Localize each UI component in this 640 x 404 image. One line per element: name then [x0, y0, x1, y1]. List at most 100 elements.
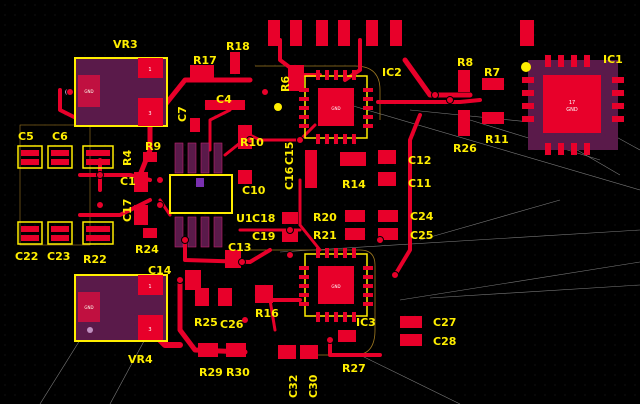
vr3-footprint[interactable]: GND 1 3 — [65, 57, 168, 127]
ic3-thermal-pad — [318, 266, 354, 304]
r9-footprint — [143, 152, 157, 162]
r21-footprint — [345, 228, 365, 240]
ic2-pin1-marker — [274, 103, 282, 111]
c6-footprint — [47, 145, 73, 169]
r26-footprint — [458, 110, 470, 136]
r7-footprint — [482, 78, 504, 90]
c10-designator: C10 — [242, 184, 266, 197]
c6-designator: C6 — [52, 130, 68, 143]
c18-designator: C18 — [252, 212, 275, 225]
c30-designator: C30 — [307, 374, 320, 398]
u1-pins — [174, 142, 223, 248]
c24-footprint — [378, 210, 398, 222]
vr4-pin1 — [138, 275, 163, 295]
c7-footprint — [190, 118, 200, 132]
c10-footprint — [238, 170, 252, 184]
r7-designator: R7 — [484, 66, 500, 79]
vr3-pad-tab — [78, 75, 100, 107]
c32-designator: C32 — [287, 375, 300, 398]
r20-designator: R20 — [313, 211, 337, 224]
ic1-designator: IC1 — [603, 53, 623, 66]
vr3-pin3-label: 3 — [148, 111, 151, 117]
r29-footprint — [198, 343, 218, 357]
c1-footprint — [134, 172, 148, 192]
c27-footprint — [400, 316, 422, 328]
r26-designator: R26 — [453, 142, 477, 155]
vr4-pin1-marker — [87, 327, 93, 333]
c22-designator: C22 — [15, 250, 38, 263]
r4-footprint — [82, 145, 114, 169]
vr3-pin1 — [138, 58, 163, 78]
ic3-thermal-label: GND — [331, 284, 340, 289]
r20-footprint — [345, 210, 365, 222]
r11-footprint — [482, 112, 504, 124]
c18-footprint — [282, 212, 298, 224]
c24-designator: C24 — [410, 210, 434, 223]
ic3-designator: IC3 — [356, 316, 376, 329]
r24-designator: R24 — [135, 243, 159, 256]
r17-designator: R17 — [193, 54, 217, 67]
r18-footprint — [230, 52, 240, 74]
c16-footprint — [305, 172, 317, 188]
c12-designator: C12 — [408, 154, 431, 167]
ic2-footprint[interactable]: GND — [299, 70, 373, 144]
vr3-pin1-label: 1 — [148, 67, 151, 73]
r8-designator: R8 — [457, 56, 473, 69]
ic1-footprint[interactable]: 17 GND — [521, 55, 624, 155]
c5-footprint — [17, 145, 43, 169]
c28-footprint — [400, 334, 422, 346]
c26-footprint — [218, 288, 232, 306]
c17-designator: C17 — [121, 199, 134, 222]
r16-footprint — [255, 285, 273, 303]
c16-designator: C16 — [283, 166, 296, 190]
passive-components[interactable] — [17, 20, 534, 359]
ic1-pins — [522, 55, 624, 155]
c5-designator: C5 — [18, 130, 34, 143]
u1-marker — [196, 178, 204, 187]
vr4-pin3 — [138, 315, 163, 340]
c30-footprint — [300, 345, 318, 359]
silkscreen-labels: C5 C6 C22 C23 R22 C1 R9 R24 R17 R18 C4 R… — [15, 40, 509, 398]
c11-designator: C11 — [408, 177, 431, 190]
c25-footprint — [378, 228, 398, 240]
c13-designator: C13 — [228, 241, 251, 254]
r30-footprint — [226, 343, 246, 357]
ic1-thermal-label-number: 17 — [569, 100, 575, 106]
r27-designator: R27 — [342, 362, 366, 375]
ic2-thermal-pad — [318, 88, 354, 126]
c1-designator: C1 — [120, 175, 136, 188]
vias — [66, 88, 454, 344]
c4-designator: C4 — [216, 93, 232, 106]
r4-designator: R4 — [121, 150, 134, 166]
ic1-thermal-pad — [543, 75, 601, 133]
vr4-pad-tab-label: GND — [84, 305, 93, 310]
r9-designator: R9 — [145, 140, 161, 153]
c15-designator: C15 — [283, 142, 296, 165]
ic1-pin1-marker — [521, 62, 531, 72]
c22-footprint — [17, 221, 43, 245]
c28-designator: C28 — [433, 335, 456, 348]
c14-footprint — [185, 270, 201, 290]
vr3-pad-tab-label: GND — [84, 89, 93, 94]
r10-designator: R10 — [240, 136, 264, 149]
c12-footprint — [378, 150, 396, 164]
u1-designator: U1 — [236, 212, 253, 225]
c26-designator: C26 — [220, 318, 244, 331]
r30-designator: R30 — [226, 366, 250, 379]
c7-designator: C7 — [176, 106, 189, 122]
c27-designator: C27 — [433, 316, 456, 329]
ic2-thermal-label: GND — [331, 106, 340, 111]
ic3-pins — [299, 248, 373, 322]
r14-designator: R14 — [342, 178, 366, 191]
vr4-footprint[interactable]: GND 1 3 — [74, 274, 168, 342]
u1-footprint[interactable] — [169, 142, 233, 248]
ic3-footprint[interactable]: GND — [299, 248, 373, 322]
ic2-pins — [299, 70, 373, 144]
r6-designator: R6 — [279, 76, 292, 92]
c19-designator: C19 — [252, 230, 275, 243]
r17-footprint — [190, 65, 214, 79]
c15-footprint — [305, 150, 317, 172]
c23-designator: C23 — [47, 250, 70, 263]
c23-footprint — [47, 221, 73, 245]
